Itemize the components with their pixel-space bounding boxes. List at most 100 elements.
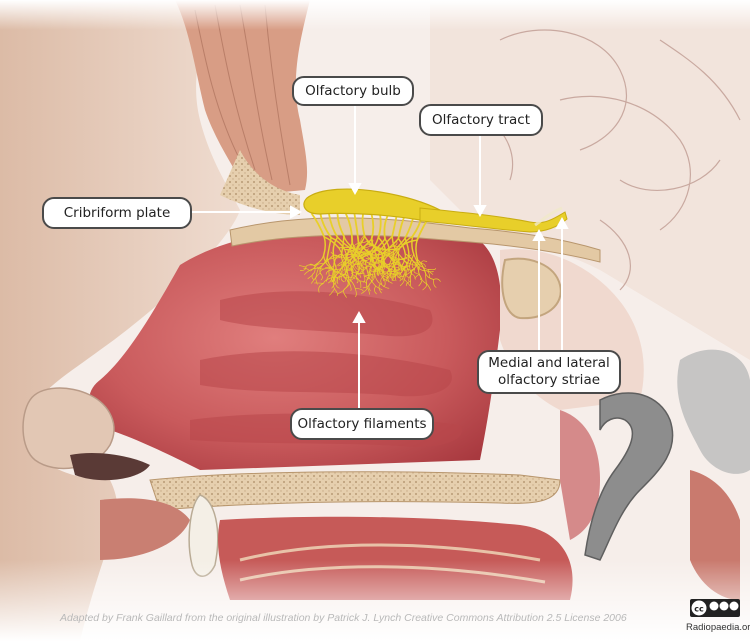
olfactory-filament-branch bbox=[351, 242, 366, 263]
top-fade bbox=[0, 0, 750, 30]
olfactory-filament-branch bbox=[353, 264, 360, 268]
olfactory-filament-branch bbox=[391, 265, 401, 269]
olfactory-filament-branch bbox=[332, 276, 338, 282]
olfactory-filament-branch bbox=[348, 253, 355, 258]
olfactory-filament-branch bbox=[310, 266, 316, 272]
olfactory-filament-branch bbox=[347, 261, 354, 265]
label-olfactory-bulb-text: Olfactory bulb bbox=[305, 82, 401, 99]
olfactory-filament-branch bbox=[363, 275, 366, 283]
olfactory-filament-branch bbox=[330, 251, 337, 257]
olfactory-filament-branch bbox=[418, 277, 423, 287]
olfactory-filament-branch bbox=[426, 270, 431, 278]
olfactory-filament-branch bbox=[307, 273, 314, 280]
olfactory-filament-branch bbox=[402, 268, 406, 280]
olfactory-filament-branch bbox=[334, 254, 341, 259]
olfactory-striae-illustration bbox=[534, 206, 563, 227]
olfactory-filament-branch bbox=[304, 270, 310, 276]
olfactory-filament-branch bbox=[418, 265, 421, 275]
olfactory-filament-branch bbox=[383, 270, 390, 275]
olfactory-filament-branch bbox=[370, 273, 374, 283]
nostril bbox=[70, 453, 150, 481]
olfactory-filament-branch bbox=[347, 256, 355, 261]
olfactory-filament-branch bbox=[355, 246, 362, 249]
olfactory-filament-branch bbox=[374, 244, 381, 249]
olfactory-filament-branch bbox=[336, 261, 343, 267]
olfactory-filament-branch bbox=[427, 269, 434, 275]
olfactory-filament-branch bbox=[428, 268, 436, 271]
olfactory-filament-branch bbox=[392, 251, 394, 264]
olfactory-filament-branch bbox=[382, 248, 400, 251]
site-name: Radiopaedia.org bbox=[686, 622, 750, 633]
olfactory-filament-branch bbox=[322, 276, 335, 284]
olfactory-filament-branch bbox=[346, 250, 352, 255]
olfactory-filament-branch bbox=[433, 278, 441, 282]
olfactory-filament-branch bbox=[389, 265, 395, 270]
olfactory-filament-branch bbox=[411, 273, 416, 280]
olfactory-filament-branch bbox=[319, 272, 323, 281]
nc-icon bbox=[719, 601, 729, 611]
olfactory-filament-branch bbox=[409, 280, 414, 289]
olfactory-filament-branch bbox=[383, 237, 400, 253]
olfactory-filament-branch bbox=[361, 213, 366, 238]
olfactory-filament-branch bbox=[411, 235, 415, 256]
olfactory-filament-branch bbox=[332, 236, 339, 256]
olfactory-filament-branch bbox=[378, 268, 385, 280]
olfactory-filament-branch bbox=[404, 237, 410, 257]
olfactory-filament-branch bbox=[391, 273, 396, 282]
olfactory-filament-branch bbox=[380, 261, 391, 269]
frontal-bone bbox=[220, 150, 300, 215]
olfactory-filament-branch bbox=[326, 275, 330, 282]
olfactory-filament-branch bbox=[372, 267, 381, 270]
olfactory-filament-branch bbox=[416, 259, 427, 274]
olfactory-filament-branch bbox=[377, 213, 382, 239]
olfactory-filament-branch bbox=[359, 280, 367, 284]
bottom-fade bbox=[0, 560, 750, 641]
olfactory-filament-branch bbox=[337, 268, 342, 278]
olfactory-filament-branch bbox=[410, 270, 413, 282]
olfactory-filament-branch bbox=[380, 270, 383, 277]
olfactory-filament-branch bbox=[323, 254, 335, 265]
olfactory-filament-branch bbox=[337, 288, 345, 295]
olfactory-filament-branch bbox=[355, 276, 359, 284]
olfactory-filament-branch bbox=[409, 253, 415, 267]
face-profile bbox=[0, 0, 240, 641]
label-olfactory-striae-line1: Medial and lateral bbox=[488, 355, 610, 371]
olfactory-filament-branch bbox=[325, 267, 332, 271]
olfactory-filament-branch bbox=[343, 288, 347, 298]
olfactory-filament-branch bbox=[366, 276, 370, 288]
frontal-muscle bbox=[175, 0, 310, 195]
olfactory-filament-branch bbox=[360, 251, 372, 256]
olfactory-filament-branch bbox=[342, 264, 350, 267]
olfactory-filament-branch bbox=[349, 259, 354, 275]
olfactory-filament-branch bbox=[345, 265, 350, 273]
olfactory-filament-branch bbox=[328, 213, 339, 239]
olfactory-filament-branch bbox=[380, 276, 384, 285]
olfactory-filament-branch bbox=[338, 275, 345, 281]
olfactory-filament-branch bbox=[359, 280, 362, 288]
olfactory-filament-branch bbox=[364, 273, 374, 276]
olfactory-filament-branch bbox=[382, 254, 390, 267]
olfactory-filament-branch bbox=[392, 271, 397, 279]
olfactory-filament-branch bbox=[390, 248, 400, 263]
olfactory-filament-branch bbox=[329, 288, 335, 296]
olfactory-filament-branch bbox=[420, 262, 426, 268]
olfactory-filament-branch bbox=[353, 213, 360, 244]
olfactory-filament-branch bbox=[392, 237, 406, 253]
olfactory-filament-branch bbox=[408, 255, 419, 268]
olfactory-filament-branch bbox=[326, 236, 332, 258]
olfactory-filament-branch bbox=[380, 235, 393, 250]
olfactory-filament-branch bbox=[374, 285, 377, 295]
olfactory-filament-branch bbox=[350, 261, 354, 269]
olfactory-filament-branch bbox=[394, 273, 398, 282]
olfactory-filament-branch bbox=[379, 263, 384, 271]
olfactory-filament-branch bbox=[331, 280, 336, 289]
olfactory-filament-branch bbox=[323, 265, 335, 270]
olfactory-filament-branch bbox=[316, 266, 325, 270]
soft-palate bbox=[560, 410, 600, 540]
olfactory-filament-branch bbox=[330, 268, 341, 271]
olfactory-filament-branch bbox=[360, 260, 365, 268]
olfactory-filament-branch bbox=[370, 213, 375, 241]
olfactory-filament-branch bbox=[356, 245, 362, 253]
olfactory-filament-branch bbox=[372, 262, 379, 266]
olfactory-filament-branch bbox=[355, 235, 366, 251]
